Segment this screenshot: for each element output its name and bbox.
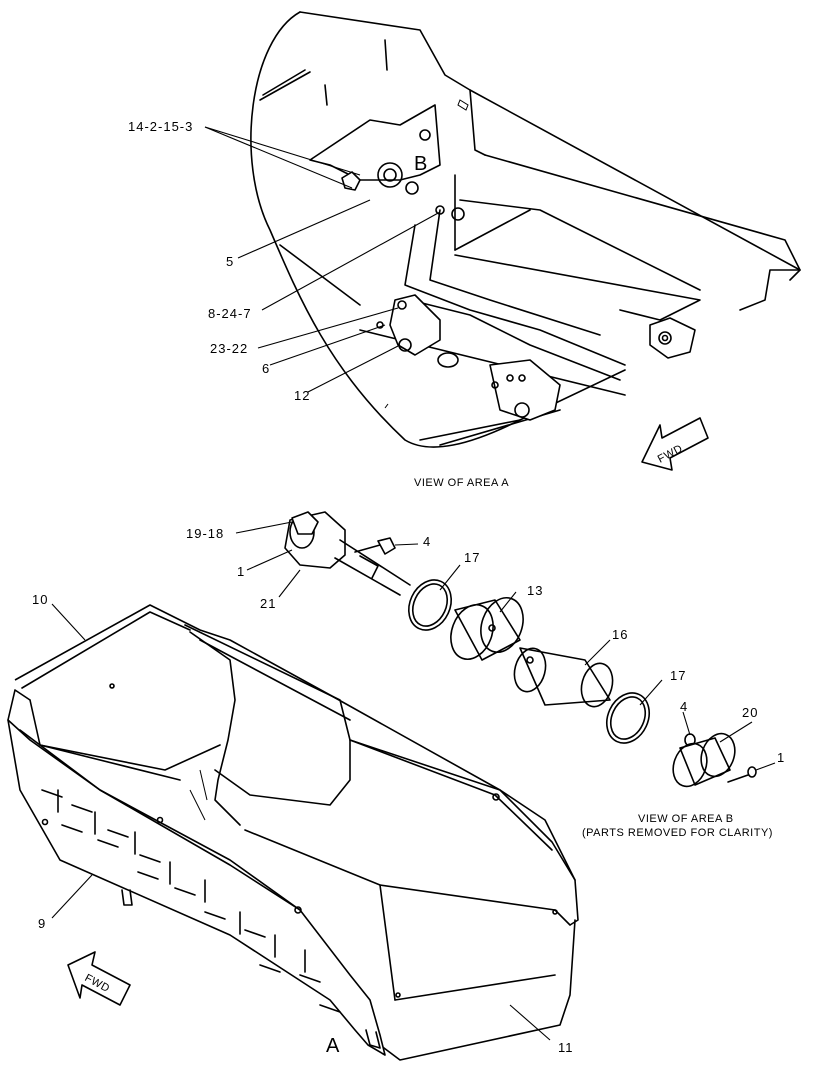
fwd-arrow-top: FWD: [641, 417, 709, 471]
callout-labels-tray: 10 9 11 A: [32, 592, 574, 1057]
callout-20: 20: [742, 705, 758, 720]
callout-b: B: [414, 153, 427, 175]
callout-16: 16: [612, 627, 628, 642]
caption-view-area-a: VIEW OF AREA A: [414, 477, 509, 489]
callout-11: 11: [558, 1040, 574, 1055]
fwd-arrow-bottom: FWD: [67, 951, 131, 1006]
callout-4-b: 4: [680, 699, 688, 714]
callout-17: 17: [464, 550, 480, 565]
callout-17-b: 17: [670, 668, 686, 683]
leader-lines-top: [204, 126, 441, 393]
callout-4: 4: [423, 534, 431, 549]
area-b-pin-assembly: [284, 511, 757, 788]
callout-6: 6: [262, 361, 270, 376]
callout-labels-top: 14-2-15-3 B 5 8-24-7 23-22 6 12 VIEW OF …: [128, 119, 509, 489]
leader-lines-b: [235, 521, 776, 771]
callout-14-2-15-3: 14-2-15-3: [128, 119, 193, 134]
callout-1: 1: [237, 564, 245, 579]
callout-23-22: 23-22: [210, 341, 248, 356]
caption-parts-removed: (PARTS REMOVED FOR CLARITY): [582, 827, 773, 839]
callout-21: 21: [260, 596, 276, 611]
callout-a: A: [326, 1035, 340, 1057]
leader-lines-tray: [51, 603, 551, 1041]
tray-assembly: FWD: [7, 604, 579, 1061]
callout-10: 10: [32, 592, 48, 607]
area-a-frame-assembly: FWD: [250, 11, 801, 471]
callout-labels-b: 19-18 1 21 4 17 13 16 17 4 20 1 VIEW OF …: [186, 526, 785, 839]
callout-19-18: 19-18: [186, 526, 224, 541]
callout-8-24-7: 8-24-7: [208, 306, 252, 321]
callout-13: 13: [527, 583, 543, 598]
callout-1-b: 1: [777, 750, 785, 765]
callout-5: 5: [226, 254, 234, 269]
callout-9: 9: [38, 916, 46, 931]
caption-view-area-b: VIEW OF AREA B: [638, 813, 734, 825]
callout-12: 12: [294, 388, 310, 403]
